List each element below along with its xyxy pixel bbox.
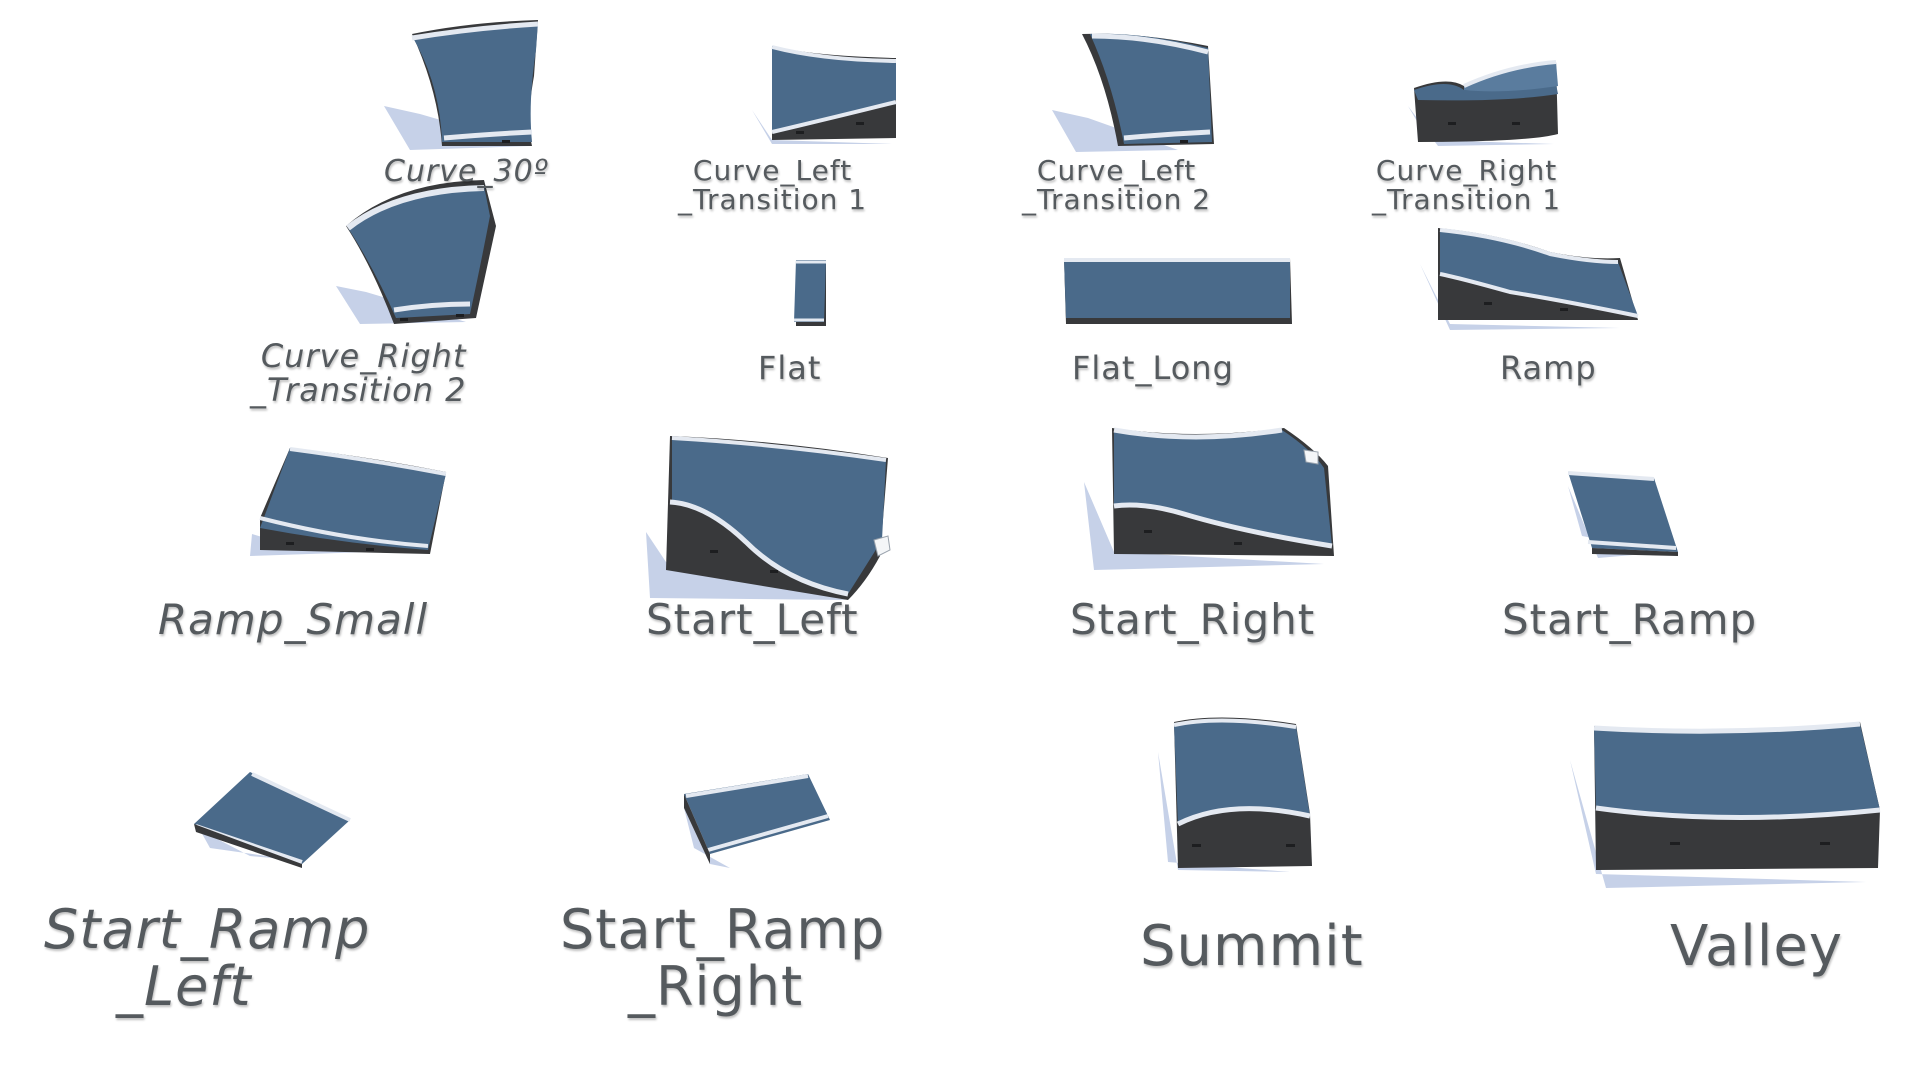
curve-left-transition-1-label: Curve_Left_Transition 1 (678, 154, 868, 217)
ramp-piece-icon (1420, 228, 1639, 330)
start-ramp-piece-icon (1567, 471, 1678, 558)
curve-right-transition-1-piece-icon (1408, 60, 1558, 146)
flat-label: Flat (758, 349, 822, 387)
flat-long-label: Flat_Long (1072, 349, 1234, 387)
valley-label: Valley (1670, 914, 1843, 979)
start-left-label: Start_Left (646, 595, 859, 644)
start-left-piece-icon (646, 436, 891, 600)
flat-long-piece-icon (1064, 258, 1292, 324)
curve-right-transition-2-piece-icon (336, 180, 496, 324)
summit-piece-icon (1158, 717, 1312, 872)
flat-piece-icon (794, 260, 826, 326)
curve-30-piece-icon (384, 20, 539, 150)
curve-left-transition-1-piece-icon (752, 45, 897, 144)
curve-right-transition-2-label: Curve_Right_Transition 2 (250, 337, 467, 409)
start-ramp-right-piece-icon (684, 774, 830, 868)
start-ramp-label: Start_Ramp (1502, 595, 1758, 644)
valley-piece-icon (1570, 721, 1881, 888)
ramp-small-piece-icon (250, 447, 447, 556)
curve-30-label: Curve_30º (384, 154, 549, 189)
start-ramp-right-label: Start_Ramp_Right (560, 898, 886, 1018)
curve-left-transition-2-piece-icon (1052, 33, 1214, 152)
ramp-small-label: Ramp_Small (158, 595, 429, 644)
start-ramp-left-label: Start_Ramp_Left (44, 898, 371, 1018)
start-right-piece-icon (1084, 427, 1334, 570)
start-ramp-left-piece-icon (194, 772, 351, 868)
curve-right-transition-1-label: Curve_Right_Transition 1 (1372, 154, 1562, 217)
curve-left-transition-2-label: Curve_Left_Transition 2 (1022, 154, 1212, 217)
start-right-label: Start_Right (1070, 595, 1316, 644)
summit-label: Summit (1140, 914, 1364, 979)
ramp-label: Ramp (1500, 349, 1597, 387)
